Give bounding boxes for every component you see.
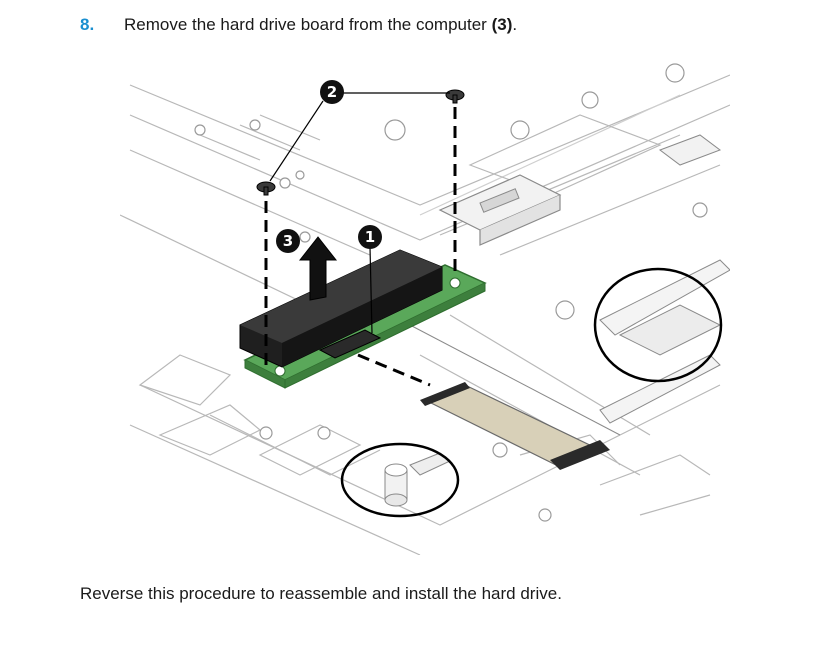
alignment-lines (264, 107, 457, 387)
callout-1: 1 (358, 225, 382, 249)
hard-drive-board-illustration: 2 1 3 (120, 55, 730, 555)
callout-3-label: 3 (283, 232, 293, 250)
callout-2-label: 2 (327, 83, 337, 101)
chassis-screw-holes (194, 63, 708, 522)
hard-drive-board (239, 249, 487, 389)
annotation-circles (340, 267, 723, 518)
removal-arrow (298, 236, 338, 301)
hard-drive-board-cable (409, 324, 621, 470)
callout-leaders (269, 92, 450, 334)
annotation-circle-bottom (340, 442, 460, 518)
step-text-callout-ref: (3) (491, 15, 513, 34)
step-text: Remove the hard drive board from the com… (124, 13, 517, 37)
callout-1-label: 1 (365, 228, 375, 246)
step-text-main: Remove the hard drive board from the com… (124, 15, 492, 34)
hard-drive-board-screws (256, 89, 465, 196)
step-instruction: 8. Remove the hard drive board from the … (80, 13, 820, 37)
callout-3: 3 (276, 229, 300, 253)
reassembly-note: Reverse this procedure to reassemble and… (80, 584, 562, 603)
annotation-circle-right (593, 267, 723, 383)
system-board-connector (438, 134, 722, 246)
callout-2: 2 (320, 80, 344, 104)
step-number: 8. (80, 15, 95, 34)
standoff (384, 452, 451, 507)
right-ribbon-cable (599, 259, 730, 424)
step-text-period: . (512, 15, 518, 34)
